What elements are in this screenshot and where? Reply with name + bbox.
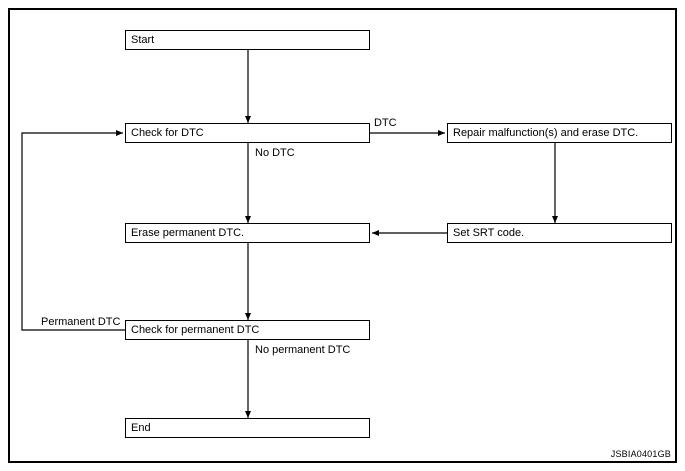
edge-label-no-permanent-dtc: No permanent DTC	[255, 344, 351, 357]
edge-label-permanent-dtc: Permanent DTC	[41, 316, 121, 329]
node-end[interactable]: End	[125, 418, 370, 438]
edge-label-no-dtc: No DTC	[255, 147, 295, 160]
node-check-for-dtc[interactable]: Check for DTC	[125, 123, 370, 143]
node-set-srt-code[interactable]: Set SRT code.	[447, 223, 672, 243]
node-check-for-permanent-dtc[interactable]: Check for permanent DTC	[125, 320, 370, 340]
edge-label-dtc: DTC	[374, 117, 397, 130]
node-erase-permanent-dtc[interactable]: Erase permanent DTC.	[125, 223, 370, 243]
node-start[interactable]: Start	[125, 30, 370, 50]
figure-code-label: JSBIA0401GB	[610, 449, 671, 459]
node-repair-malfunctions[interactable]: Repair malfunction(s) and erase DTC.	[447, 123, 672, 143]
